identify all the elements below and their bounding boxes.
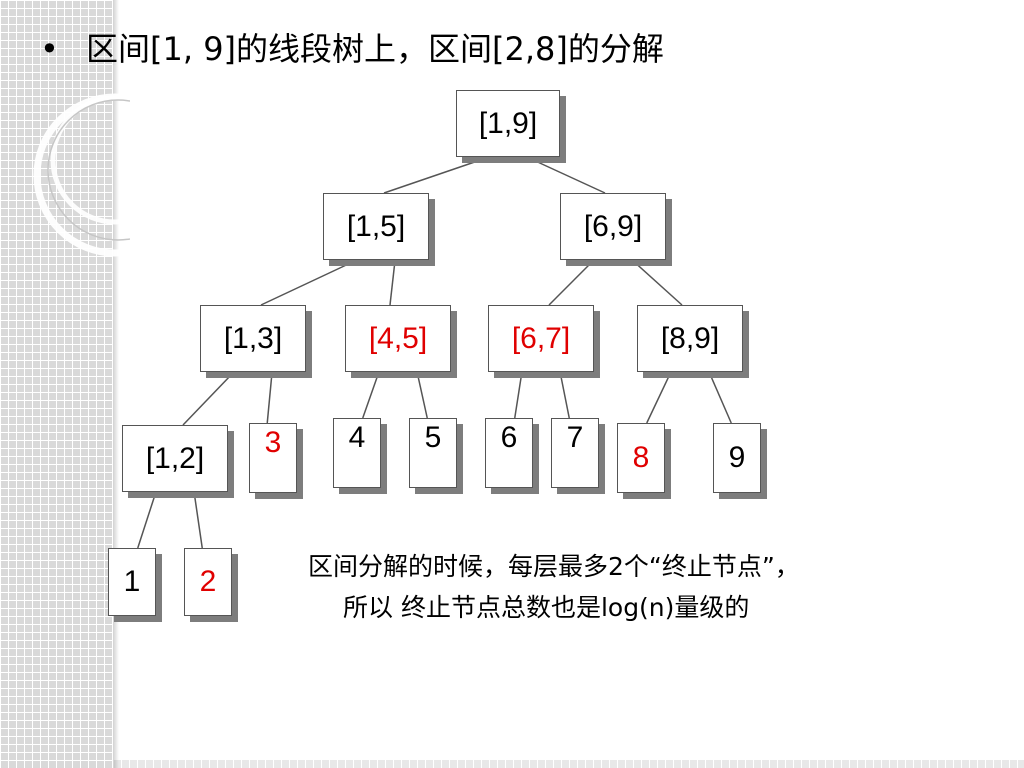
leaf-7: 7 — [551, 418, 599, 488]
node-4-5: [4,5] — [345, 305, 451, 372]
node-1-2: [1,2] — [122, 425, 228, 492]
edge-n69-n89 — [631, 259, 683, 306]
node-6-9: [6,9] — [560, 193, 666, 260]
leaf-1: 1 — [108, 548, 156, 616]
title-text: 区间[1, 9]的线段树上，区间[2,8]的分解 — [86, 30, 664, 68]
edge-n12-n2 — [193, 491, 203, 549]
edge-n89-n9 — [708, 371, 732, 424]
bullet-point: • — [40, 30, 59, 68]
leaf-4: 4 — [333, 418, 381, 488]
edge-n45-n5 — [416, 371, 428, 419]
strip-shadow — [113, 0, 119, 768]
edge-n45-n4 — [362, 371, 380, 419]
note-line-2: 所以 终止节点总数也是log(n)量级的 — [343, 593, 750, 622]
edge-n19-n15 — [383, 156, 490, 194]
node-8-9: [8,9] — [637, 305, 743, 372]
edge-n69-n67 — [548, 259, 595, 306]
edge-n13-n12 — [182, 371, 235, 426]
leaf-3: 3 — [249, 423, 297, 493]
edge-n13-n3 — [266, 371, 273, 424]
decorative-rings — [33, 93, 130, 257]
leaf-8: 8 — [617, 423, 665, 493]
node-1-3: [1,3] — [200, 305, 306, 372]
edge-n89-n8 — [646, 371, 672, 424]
edge-n15-n13 — [260, 259, 358, 306]
node-1-5: [1,5] — [323, 193, 429, 260]
leaf-9: 9 — [713, 423, 761, 493]
leaf-5: 5 — [409, 418, 457, 488]
note-line-1: 区间分解的时候，每层最多2个“终止节点”， — [308, 552, 800, 581]
node-1-9: [1,9] — [456, 90, 560, 157]
slide-title: • 区间[1, 9]的线段树上，区间[2,8]的分解 — [40, 24, 664, 70]
leaf-6: 6 — [485, 418, 533, 488]
leaf-2: 2 — [184, 548, 232, 616]
edge-n15-n45 — [389, 259, 396, 306]
edge-n67-n7 — [559, 371, 570, 419]
edge-n67-n6 — [514, 371, 523, 419]
node-6-7: [6,7] — [488, 305, 594, 372]
edge-n19-n69 — [526, 156, 606, 194]
grid-background-bottom — [113, 760, 1024, 768]
decorative-ring-outline — [47, 99, 130, 241]
edge-n12-n1 — [137, 491, 157, 549]
decorative-ring-small — [50, 95, 130, 225]
